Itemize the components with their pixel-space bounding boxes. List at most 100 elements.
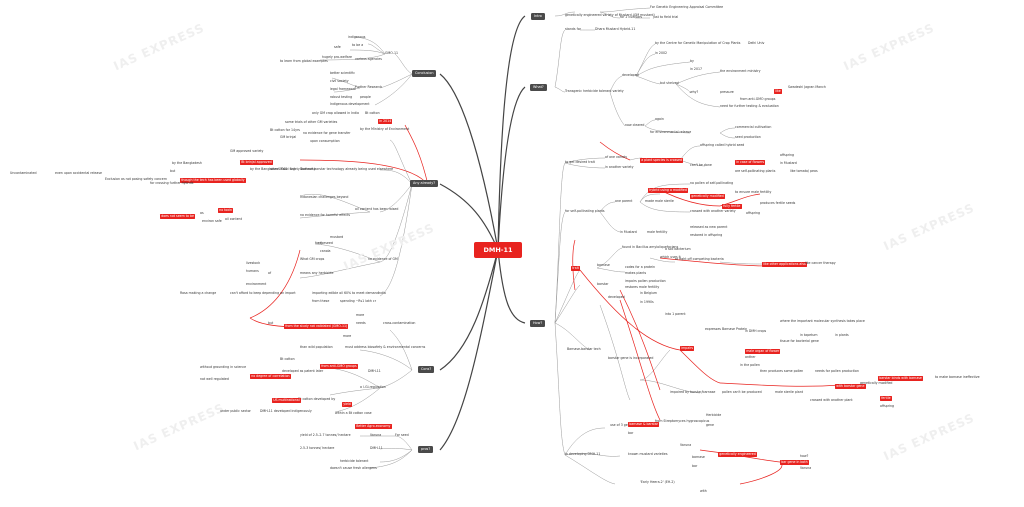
how-node: in DMH crops bbox=[745, 329, 767, 333]
how-node: then produces some pollen bbox=[760, 369, 804, 373]
what-node: now cleared bbox=[625, 123, 645, 127]
conclusion-node: hugely pro-welfare bbox=[322, 55, 352, 59]
branch-cons[interactable]: Cons? bbox=[418, 366, 435, 373]
how-node: can't be done bbox=[690, 163, 712, 167]
cons-node: Bt cotton developed by bbox=[298, 397, 336, 401]
branch-conclusion[interactable]: Conclusion bbox=[412, 70, 437, 77]
any-node: no evidence for gene transfer bbox=[303, 131, 351, 135]
conclusion-node: indigenous bbox=[348, 35, 366, 39]
what-node: the environment ministry bbox=[720, 69, 761, 73]
how-highlight: bar gene in both bbox=[780, 459, 809, 465]
how-node: bar bbox=[628, 431, 634, 435]
how-node: Varuna bbox=[800, 466, 812, 470]
how-highlight: fully fertile bbox=[722, 203, 742, 209]
branch-what[interactable]: What? bbox=[530, 84, 547, 91]
cons-highlight: yield bbox=[342, 401, 353, 407]
how-node: in Mustard bbox=[620, 230, 637, 234]
how-highlight: a plant species is crossed bbox=[640, 157, 684, 163]
any-node: no evidence for harmful effects bbox=[300, 213, 350, 217]
any-node: no evidence of GM bbox=[368, 257, 398, 261]
how-node: impaired by barstar/barnase bbox=[670, 390, 716, 394]
cons-highlight: from the study not validated (GMO-11) bbox=[284, 323, 349, 329]
how-highlight: barstar binds with barnase bbox=[878, 375, 924, 381]
cons-node: within a Bt cotton case bbox=[335, 411, 372, 415]
root-topic[interactable]: DMH-11 bbox=[474, 242, 522, 258]
link-any-already bbox=[439, 183, 499, 251]
how-node: like cancer therapy bbox=[805, 261, 836, 265]
how-node: male fertility bbox=[647, 230, 668, 234]
how-node: needs for pollen production bbox=[815, 369, 859, 373]
how-node: in tapetum bbox=[800, 333, 818, 337]
how-node: tissue for bacterial gene bbox=[780, 339, 819, 343]
how-node: barstar gene is incorporated bbox=[608, 356, 654, 360]
what-node: but shelved bbox=[660, 81, 679, 85]
any-node: Rosa making a change bbox=[180, 291, 217, 295]
any-highlight: does not seem to be bbox=[160, 213, 196, 219]
how-node: in Mustard bbox=[780, 161, 797, 165]
how-node: genetically modified bbox=[860, 381, 893, 385]
what-node: stands for bbox=[565, 27, 581, 31]
how-node: offspring bbox=[880, 404, 895, 408]
branch-any-already[interactable]: Any already? bbox=[410, 180, 439, 187]
any-highlight: Bt brinjal approved bbox=[240, 159, 273, 165]
any-node: Uncontaminated bbox=[10, 171, 37, 175]
how-node: Herbicide bbox=[706, 413, 722, 417]
how-node: produces fertile seeds bbox=[760, 201, 796, 205]
any-node: India bbox=[378, 291, 386, 295]
how-node: barnase bbox=[597, 263, 610, 267]
conclusion-node: to learn from global examples bbox=[280, 59, 328, 63]
how-node: offspring called hybrid seed bbox=[700, 143, 745, 147]
pros-node: Varuna bbox=[370, 433, 382, 437]
any-node: oil content has been raised bbox=[355, 207, 399, 211]
pros-node: doesn't cause fresh allergens bbox=[330, 466, 377, 470]
any-node: Indonesian challenges beyond bbox=[300, 195, 349, 199]
link-conclusion bbox=[439, 73, 499, 251]
branch-intro[interactable]: Intro bbox=[531, 13, 545, 20]
what-node: by the Centre for Genetic Manipulation o… bbox=[655, 41, 741, 45]
any-node: as bbox=[200, 211, 204, 215]
any-node: Bt cotton bbox=[365, 111, 380, 115]
what-node: commercial cultivation bbox=[735, 125, 772, 129]
what-node: Transgenic herbicide tolerant variety bbox=[565, 89, 624, 93]
what-node: for environmental release bbox=[650, 130, 692, 134]
cons-node: but bbox=[268, 321, 274, 325]
how-highlight: barnase & barstar bbox=[628, 421, 660, 427]
how-highlight: genetically engineered bbox=[718, 451, 757, 457]
branch-how[interactable]: How? bbox=[530, 320, 546, 327]
cons-node: more bbox=[356, 313, 365, 317]
cons-node: without grounding in science bbox=[200, 365, 247, 369]
how-node: into 1 parent bbox=[665, 312, 686, 316]
pros-node: herbicide tolerant bbox=[340, 459, 369, 463]
any-node: What GM crops bbox=[300, 257, 325, 261]
any-node: importing edible oil 60% to meet demand bbox=[312, 291, 379, 295]
link-how bbox=[497, 249, 526, 324]
how-node: anther bbox=[745, 355, 756, 359]
how-highlight: with barstar gene bbox=[835, 383, 866, 389]
how-highlight: trait bbox=[571, 265, 581, 271]
how-node: released as new parent bbox=[690, 225, 728, 229]
any-node: for it bbox=[315, 241, 323, 245]
how-node: found in Bacillus amyloliquefaciens bbox=[622, 245, 679, 249]
how-node: offspring bbox=[746, 211, 761, 215]
how-node: gene bbox=[706, 423, 714, 427]
what-node: from anti-GMO groups bbox=[740, 97, 776, 101]
branch-pros[interactable]: pros? bbox=[418, 446, 434, 453]
any-node: from these bbox=[312, 299, 330, 303]
what-node: in 2002 bbox=[655, 51, 668, 55]
how-node: in Belgium bbox=[640, 291, 657, 295]
any-node: for crossing further hybrids bbox=[150, 181, 194, 185]
any-node: upon consumption bbox=[310, 139, 340, 143]
how-node: for self-pollinating plants bbox=[565, 209, 605, 213]
any-node: even upon accidental release bbox=[55, 171, 102, 175]
how-node: crossed with another variety bbox=[690, 209, 736, 213]
cons-node: DMH-11 bbox=[368, 369, 381, 373]
how-node: Varuna bbox=[680, 443, 692, 447]
any-node: but bbox=[170, 169, 176, 173]
what-node: Swadeshi Jagran Manch bbox=[788, 85, 826, 89]
any-node: only GM crop allowed in India bbox=[312, 111, 359, 115]
link-intro bbox=[497, 15, 526, 251]
how-highlight: hybrid using a modified bbox=[648, 187, 689, 193]
how-node: 'Early Heera-2' (EH-2) bbox=[640, 480, 675, 484]
pros-node: 2.5-3 tonnes/ hectare bbox=[300, 446, 335, 450]
